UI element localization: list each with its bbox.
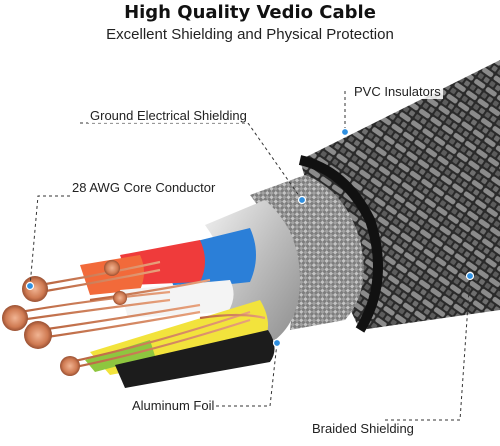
page-title: High Quality Vedio Cable (0, 2, 500, 23)
page-subtitle: Excellent Shielding and Physical Protect… (0, 26, 500, 43)
conductor-end-5 (104, 260, 120, 276)
callout-dot-foil (274, 340, 281, 347)
callout-core-conductor: 28 AWG Core Conductor (70, 180, 217, 195)
callout-dot-pvc (342, 129, 349, 136)
conductor-end-1 (22, 276, 48, 302)
callout-braided-shielding: Braided Shielding (310, 421, 416, 436)
conductor-end-3 (24, 321, 52, 349)
conductor-end-4 (60, 356, 80, 376)
callout-dot-braid (467, 273, 474, 280)
callout-dot-core (27, 283, 34, 290)
callout-ground-shielding: Ground Electrical Shielding (88, 108, 249, 123)
callout-aluminum-foil: Aluminum Foil (130, 398, 216, 413)
conductor-end-6 (113, 291, 127, 305)
conductor-end-2 (2, 305, 28, 331)
callout-dot-ground (299, 197, 306, 204)
callout-pvc-insulators: PVC Insulators (352, 84, 443, 99)
